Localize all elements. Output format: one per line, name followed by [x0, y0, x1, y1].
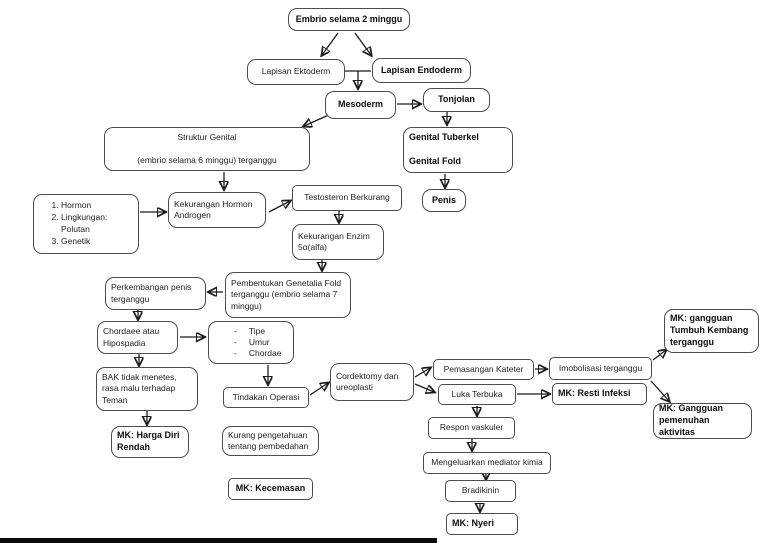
node-chordaee-hipospadia: Chordaee atau Hipospadia [97, 321, 178, 354]
node-luka-terbuka: Luka Terbuka [438, 384, 516, 405]
node-mediator-kimia: Mengeluarkan mediator kimia [423, 452, 551, 474]
node-label: Kurang pengetahuan tentang pembedahan [228, 429, 309, 451]
node-label: Genital Tuberkel Genital Fold [409, 132, 479, 166]
node-penis: Penis [422, 189, 466, 212]
node-perkembangan-penis-terganggu: Perkembangan penis terganggu [105, 277, 206, 310]
tipe-list: Tipe Umur Chordae [214, 326, 282, 360]
node-kurang-pengetahuan: Kurang pengetahuan tentang pembedahan [222, 426, 319, 456]
node-label: Respon vaskuler [439, 422, 504, 433]
node-label: MK: Nyeri [452, 518, 495, 529]
node-label: MK: gangguan Tumbuh Kembang terganggu [670, 313, 749, 347]
node-cordektomy-ureoplasti: Cordektomy dan ureoplasti [330, 363, 414, 401]
node-mk-harga-diri-rendah: MK: Harga Diri Rendah [111, 426, 189, 458]
node-kekurangan-hormon-androgen: Kekurangan Hormon Androgen [168, 192, 266, 228]
tipe-item: Chordae [234, 348, 282, 359]
node-label: Kekurangan Enzim 5α(alfa) [298, 230, 370, 252]
node-label: Imobolisasi terganggu [558, 362, 643, 373]
node-embrio-2-minggu: Embrio selama 2 minggu [288, 8, 410, 31]
node-label: Testosteron Berkurang [304, 192, 390, 203]
node-pemasangan-kateter: Pemasangan Kateter [433, 359, 534, 380]
node-label: Chordaee atau Hipospadia [103, 326, 160, 348]
node-tipe-umur-chordae: Tipe Umur Chordae [208, 321, 294, 364]
node-lapisan-ektoderm: Lapisan Ektoderm [247, 59, 345, 85]
node-genital-tuberkel-fold: Genital Tuberkel Genital Fold [403, 127, 513, 173]
node-label: Lapisan Endoderm [380, 64, 462, 75]
node-label: MK: Harga Diri Rendah [117, 430, 180, 452]
node-label: Bradikinin [461, 485, 500, 496]
node-mk-resti-infeksi: MK: Resti Infeksi [552, 383, 647, 405]
node-mk-nyeri: MK: Nyeri [446, 513, 518, 535]
node-struktur-genital: Struktur Genital (embrio selama 6 minggu… [104, 127, 310, 171]
node-respon-vaskuler: Respon vaskuler [428, 417, 515, 439]
node-label: MK: Resti Infeksi [558, 388, 631, 399]
faktor-item: Genetik [61, 236, 133, 247]
node-mk-gangguan-tumbuh-kembang: MK: gangguan Tumbuh Kembang terganggu [664, 309, 759, 353]
faktor-item: Lingkungan: Polutan [61, 212, 133, 234]
node-label: Perkembangan penis terganggu [111, 282, 192, 304]
node-kekurangan-enzim: Kekurangan Enzim 5α(alfa) [292, 224, 384, 260]
node-label: MK: Gangguan pemenuhan aktivitas [659, 403, 723, 437]
node-label: Struktur Genital (embrio selama 6 minggu… [137, 132, 277, 165]
node-label: Mesoderm [337, 99, 383, 110]
node-label: Pembentukan Genetalia Fold terganggu (em… [231, 278, 342, 311]
node-pembentukan-genetalia-fold: Pembentukan Genetalia Fold terganggu (em… [225, 272, 351, 318]
node-label: Embrio selama 2 minggu [295, 13, 403, 24]
node-label: MK: Kecemasan [235, 483, 306, 494]
node-bak-tidak-menetes: BAK tidak menetes, rasa malu terhadap Te… [96, 367, 198, 411]
node-label: Cordektomy dan ureoplasti [336, 370, 399, 392]
page-bottom-edge [0, 538, 437, 543]
node-label: Penis [431, 194, 456, 205]
node-mk-gangguan-pemenuhan-aktivitas: MK: Gangguan pemenuhan aktivitas [653, 403, 752, 439]
node-label: Luka Terbuka [451, 388, 503, 399]
node-faktor-penyebab: Hormon Lingkungan: Polutan Genetik [33, 194, 139, 254]
faktor-item: Hormon [61, 200, 133, 211]
tipe-item: Umur [234, 337, 281, 348]
node-label: BAK tidak menetes, rasa malu terhadap Te… [102, 372, 177, 405]
node-label: Kekurangan Hormon Androgen [174, 198, 253, 220]
node-tindakan-operasi: Tindakan Operasi [223, 387, 309, 408]
faktor-list: Hormon Lingkungan: Polutan Genetik [39, 200, 133, 248]
node-testosteron-berkurang: Testosteron Berkurang [292, 185, 402, 211]
node-tonjolan: Tonjolan [423, 88, 490, 112]
node-label: Mengeluarkan mediator kimia [431, 457, 543, 468]
node-label: Pemasangan Kateter [443, 363, 524, 374]
node-mesoderm: Mesoderm [325, 91, 396, 119]
tipe-item: Tipe [234, 326, 281, 337]
node-label: Tonjolan [438, 94, 475, 105]
node-lapisan-endoderm: Lapisan Endoderm [372, 58, 471, 83]
node-label: Tindakan Operasi [232, 391, 300, 402]
node-mk-kecemasan: MK: Kecemasan [228, 478, 313, 500]
node-bradikinin: Bradikinin [445, 480, 516, 502]
node-label: Lapisan Ektoderm [261, 66, 331, 77]
node-imobolisasi-terganggu: Imobolisasi terganggu [549, 357, 652, 380]
